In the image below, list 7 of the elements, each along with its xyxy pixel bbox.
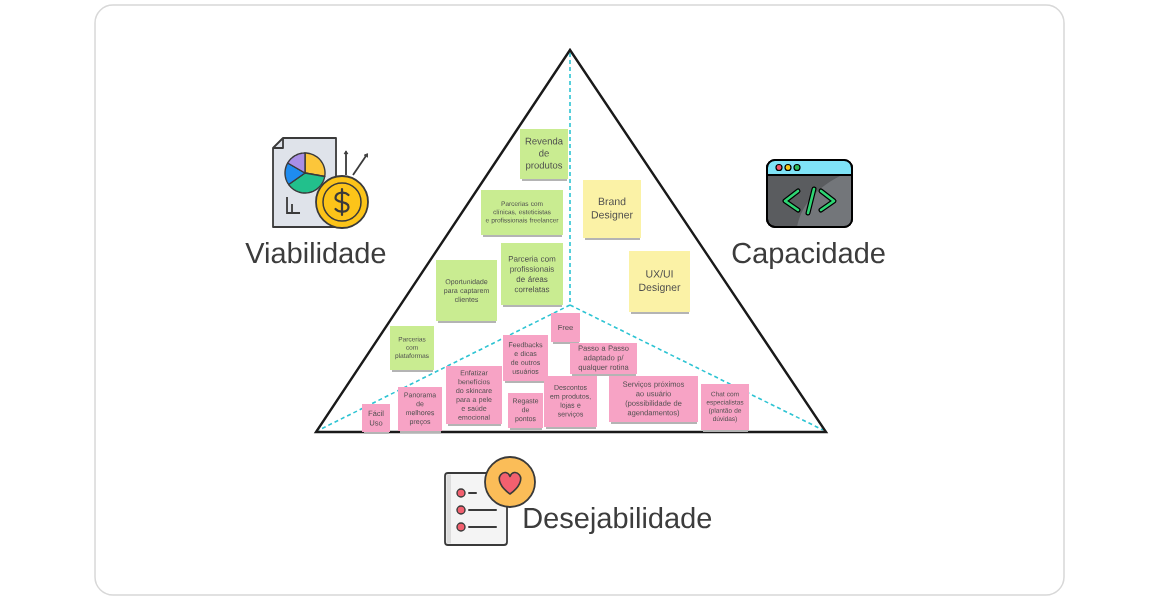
sticky-note: UX/UI Designer	[629, 251, 690, 314]
corner-label: Desejabilidade	[524, 507, 712, 534]
sticky-note: Brand Designer	[583, 180, 641, 240]
sticky-note: Parceria com profissionais de áreas correlatas	[501, 243, 563, 307]
corner-label: Capacidade	[732, 242, 885, 269]
sticky-note: Revenda de produtos	[520, 129, 568, 181]
corner-label: Viabilidade	[245, 242, 386, 264]
